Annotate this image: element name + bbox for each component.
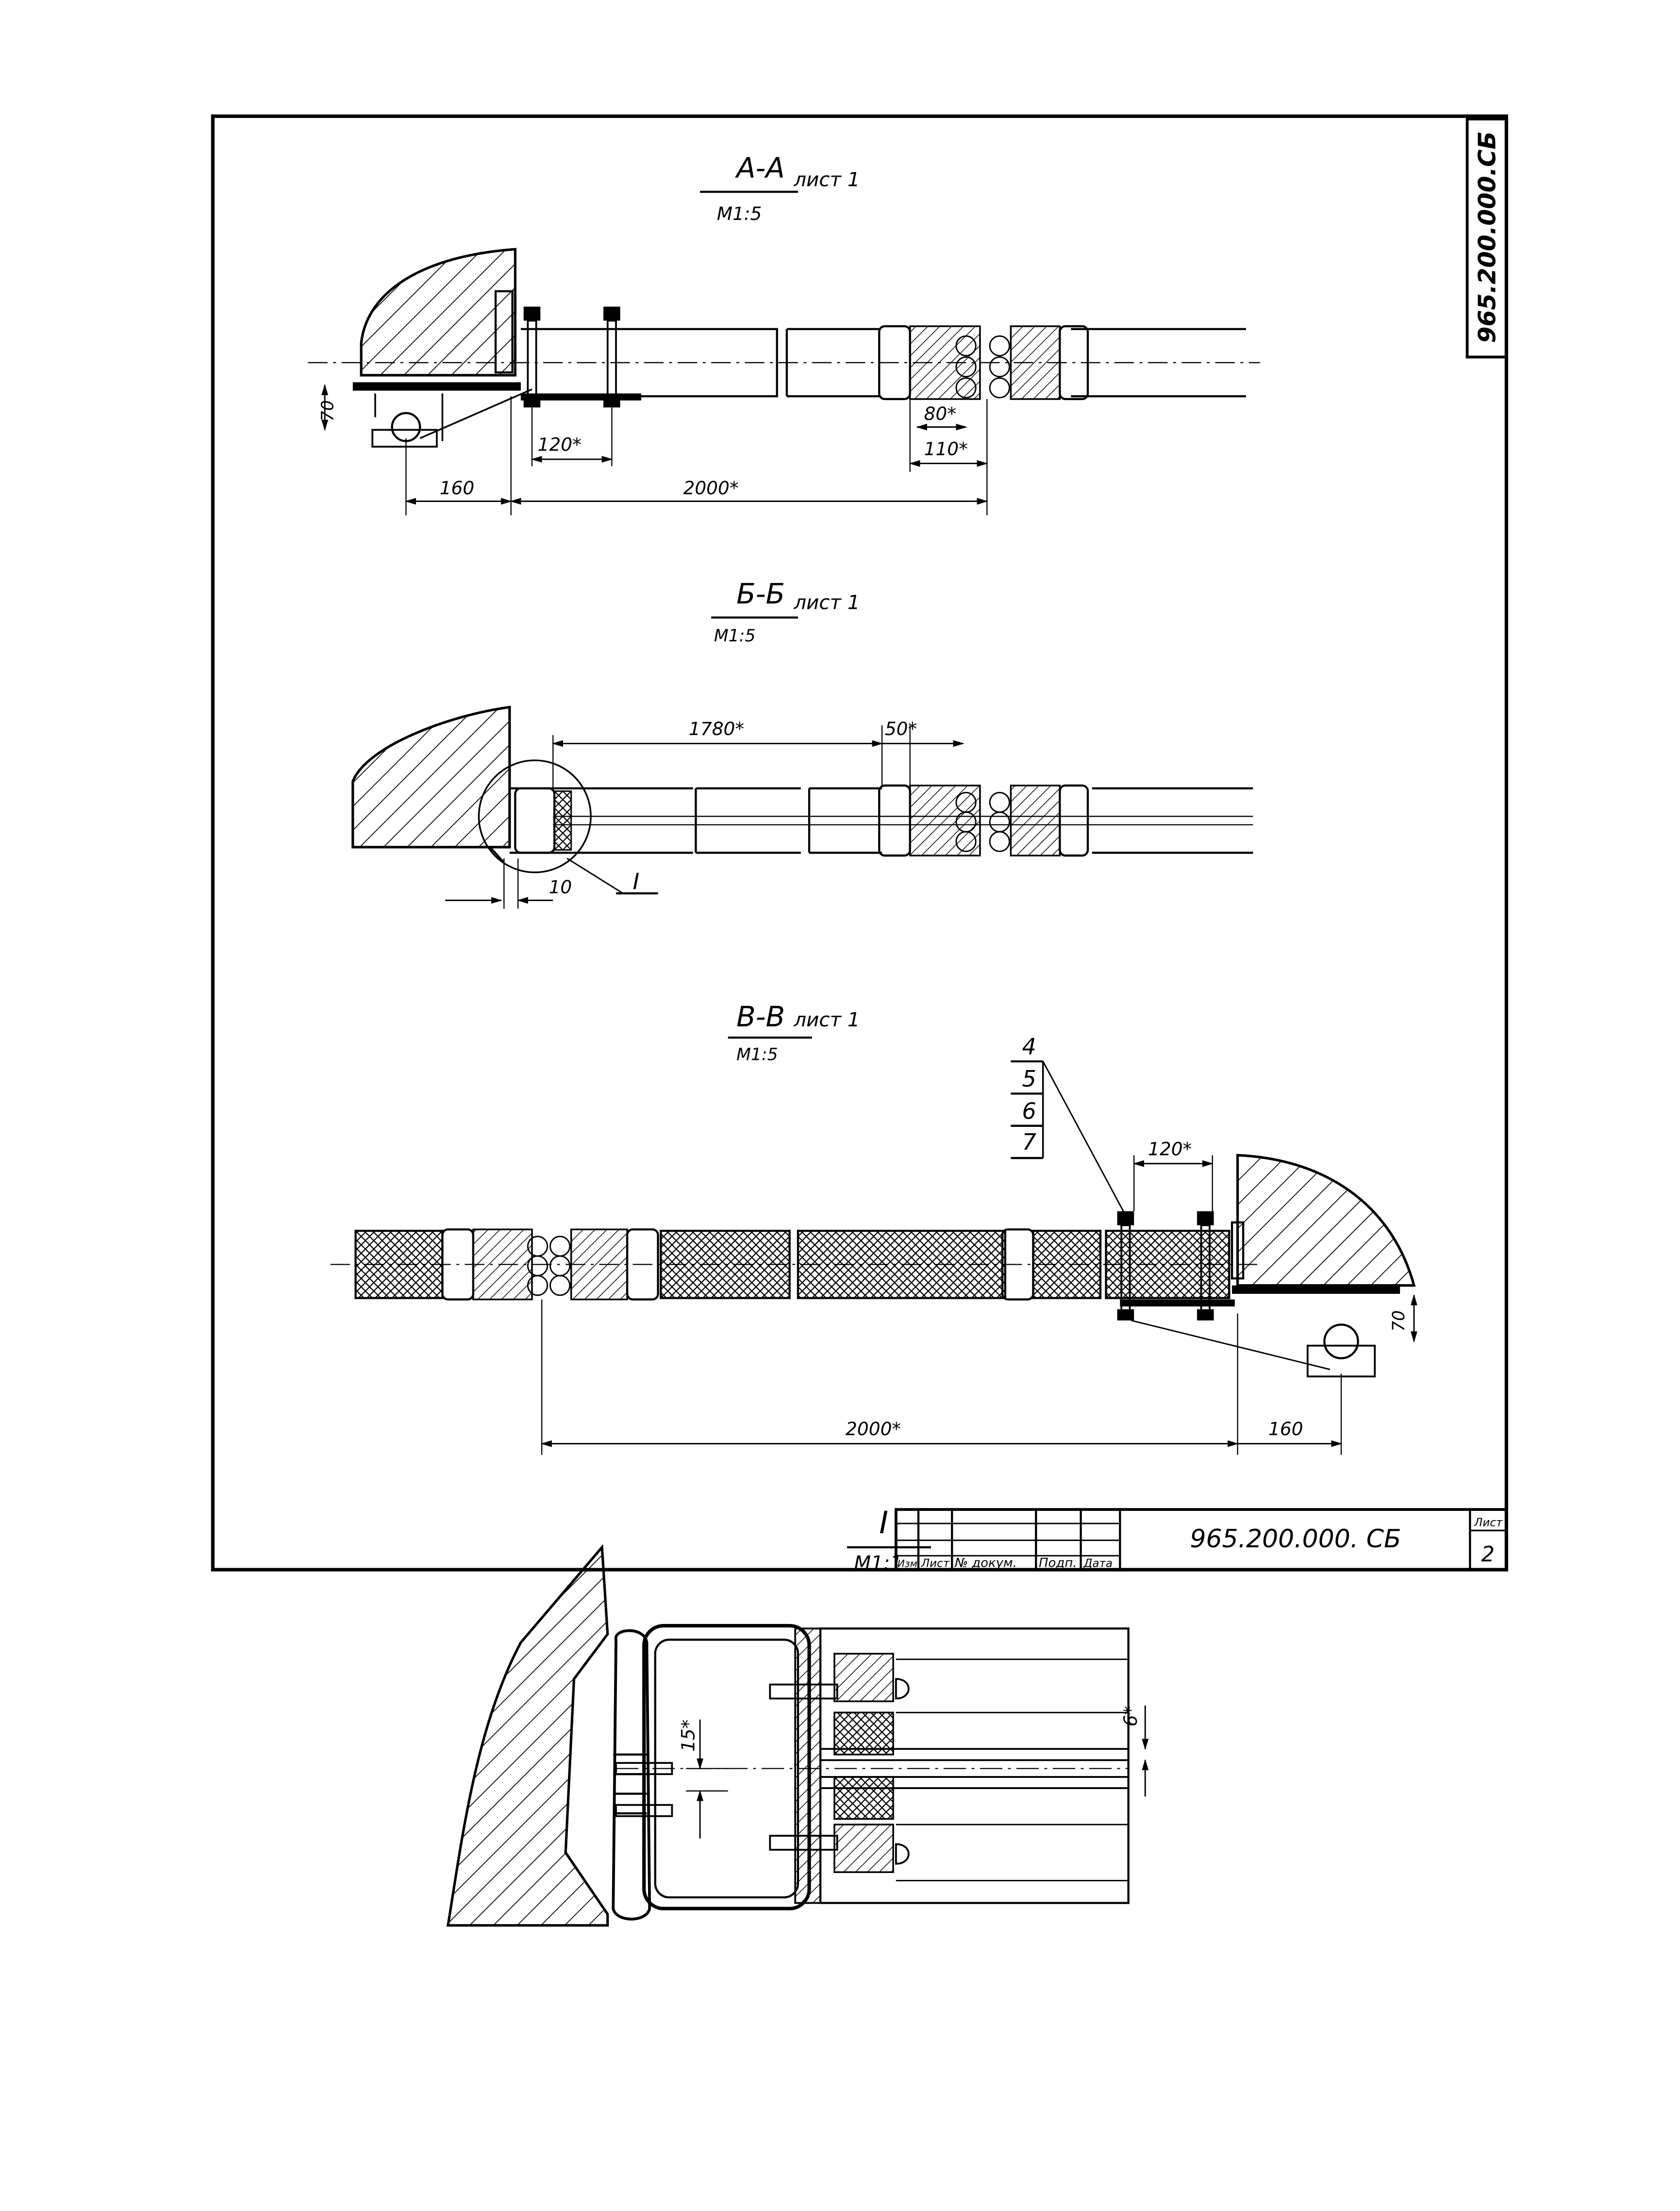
view-vv: В-В лист 1 М1:5 4 5 6 7: [330, 1000, 1417, 1455]
dim-bb-1780: 1780*: [689, 718, 744, 739]
wall-section: [1236, 1154, 1416, 1287]
dim-aa-120: 120*: [538, 434, 582, 455]
dim-aa-70: 70: [318, 400, 337, 421]
bolt-right: [1197, 1211, 1214, 1321]
dim-aa-110: 110*: [924, 438, 968, 459]
dim-vv-120: 120*: [1148, 1138, 1192, 1159]
view-aa: А-А лист 1 М1:5: [308, 151, 1260, 516]
titleblock-code: 965.200.000. СБ: [1190, 1524, 1401, 1554]
roller-circle: [391, 412, 421, 442]
detail-scale: М1:1: [854, 1552, 902, 1574]
view-bb-scale: М1:5: [714, 626, 756, 646]
frame-profile: [642, 1624, 811, 1910]
dim-aa-2000: 2000*: [683, 477, 738, 499]
detail-view: I М1:1 15* 6*: [446, 1505, 1149, 1927]
position-callouts: 4 5 6 7: [1011, 1034, 1127, 1216]
position-4: 4: [1022, 1034, 1036, 1060]
view-bb-title: Б-Б: [736, 577, 785, 610]
dim-detail-6: 6*: [1120, 1706, 1141, 1727]
titleblock-sheet-number: 2: [1481, 1542, 1495, 1567]
titleblock-col-podp: Подп.: [1039, 1556, 1077, 1570]
view-aa-sheet-ref: лист 1: [793, 168, 860, 191]
titleblock-col-izm: Изм.: [898, 1558, 920, 1569]
view-vv-title: В-В: [736, 1000, 785, 1033]
dim-aa-80: 80*: [924, 403, 956, 424]
view-bb-sheet-ref: лист 1: [793, 591, 860, 614]
drawing-frame: [211, 114, 1508, 1572]
titleblock-col-list: Лист: [921, 1557, 950, 1570]
view-vv-scale: М1:5: [736, 1045, 778, 1064]
wall-section: [446, 1544, 609, 1927]
dim-vv-70: 70: [1389, 1310, 1409, 1332]
titleblock-sheet-label: Лист: [1474, 1517, 1503, 1529]
roller-circle: [1323, 1323, 1359, 1359]
dim-vv-160: 160: [1268, 1418, 1303, 1440]
dim-aa-160: 160: [440, 477, 475, 499]
wall-section: [360, 248, 516, 377]
bolt-right: [603, 306, 620, 408]
vertical-code-box: 965.200.000.СБ: [1465, 117, 1508, 359]
dim-vv-2000: 2000*: [846, 1418, 901, 1440]
titleblock-col-dokum: № докум.: [954, 1556, 1017, 1570]
dim-bb-50: 50*: [885, 718, 917, 739]
callout-label: I: [633, 868, 640, 894]
view-vv-sheet-ref: лист 1: [793, 1008, 860, 1031]
titleblock-col-data: Дата: [1083, 1557, 1113, 1570]
view-aa-scale: М1:5: [717, 203, 762, 224]
position-5: 5: [1022, 1066, 1036, 1092]
title-block: Изм. Лист № докум. Подп. Дата 965.200.00…: [894, 1508, 1508, 1571]
detail-title: I: [879, 1505, 888, 1541]
dim-detail-15: 15*: [678, 1720, 699, 1752]
bolt-left: [1117, 1211, 1134, 1321]
position-6: 6: [1022, 1098, 1036, 1124]
vertical-code-text: 965.200.000.СБ: [1473, 131, 1501, 343]
wall-section: [351, 705, 511, 849]
dim-bb-10: 10: [549, 876, 572, 898]
view-bb: Б-Б лист 1 М1:5 I 1780* 50* 10: [351, 577, 1253, 909]
position-7: 7: [1022, 1129, 1036, 1155]
view-aa-title: А-А: [734, 151, 785, 184]
